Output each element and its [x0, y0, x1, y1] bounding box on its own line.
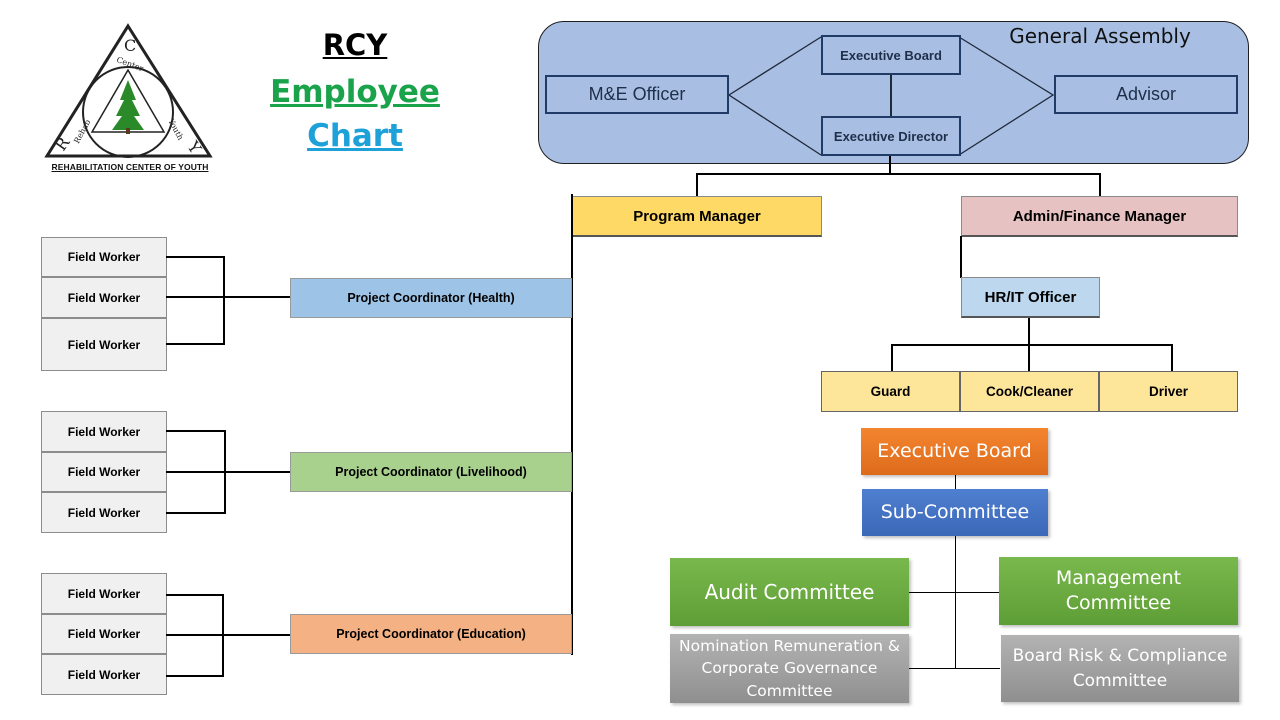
guard-box: Guard	[821, 371, 960, 412]
me-officer-box: M&E Officer	[545, 75, 729, 114]
page-title-chart: Chart	[307, 118, 403, 154]
admin-finance-manager-box: Admin/Finance Manager	[961, 196, 1238, 237]
hr-it-officer-box: HR/IT Officer	[961, 277, 1100, 318]
project-coordinator-health-box: Project Coordinator (Health)	[290, 278, 572, 318]
page-title-employee: Employee	[270, 74, 440, 110]
logo-letter-y: Y	[183, 137, 205, 158]
audit-committee-box: Audit Committee	[670, 558, 909, 626]
general-assembly-label: General Assembly	[1009, 24, 1191, 48]
logo-letter-r: R	[51, 133, 74, 155]
management-committee-box: Management Committee	[999, 557, 1238, 625]
logo-caption: REHABILITATION CENTER OF YOUTH	[51, 162, 209, 172]
field-worker-livelihood-2: Field Worker	[41, 452, 167, 492]
advisor-box: Advisor	[1054, 75, 1238, 114]
executive-board-box: Executive Board	[821, 35, 961, 75]
field-worker-health-2: Field Worker	[41, 277, 167, 318]
field-worker-livelihood-1: Field Worker	[41, 411, 167, 452]
nomination-committee-box: Nomination Remuneration & Corporate Gove…	[670, 634, 909, 703]
project-coordinator-livelihood-box: Project Coordinator (Livelihood)	[290, 452, 572, 492]
executive-director-box: Executive Director	[821, 116, 961, 156]
rcy-logo: C R Y Center Youth Rehab REHABILITATION …	[40, 20, 220, 180]
field-worker-education-1: Field Worker	[41, 573, 167, 614]
field-worker-education-2: Field Worker	[41, 614, 167, 654]
field-worker-health-1: Field Worker	[41, 237, 167, 277]
project-coordinator-education-box: Project Coordinator (Education)	[290, 614, 572, 654]
field-worker-livelihood-3: Field Worker	[41, 492, 167, 533]
logo-emblem: C R Y Center Youth Rehab	[44, 23, 213, 158]
field-worker-education-3: Field Worker	[41, 654, 167, 695]
field-worker-health-3: Field Worker	[41, 318, 167, 371]
committee-executive-board-box: Executive Board	[861, 428, 1048, 475]
logo-word-rehab: Rehab	[72, 118, 92, 145]
cook-cleaner-box: Cook/Cleaner	[960, 371, 1099, 412]
program-manager-box: Program Manager	[572, 196, 822, 237]
board-risk-committee-box: Board Risk & Compliance Committee	[1001, 635, 1239, 702]
logo-letter-c: C	[124, 36, 136, 55]
sub-committee-box: Sub-Committee	[862, 489, 1048, 536]
governance-connectors	[727, 36, 1055, 156]
logo-word-center: Center	[115, 55, 144, 73]
driver-box: Driver	[1099, 371, 1238, 412]
page-title-rcy: RCY	[322, 28, 388, 62]
